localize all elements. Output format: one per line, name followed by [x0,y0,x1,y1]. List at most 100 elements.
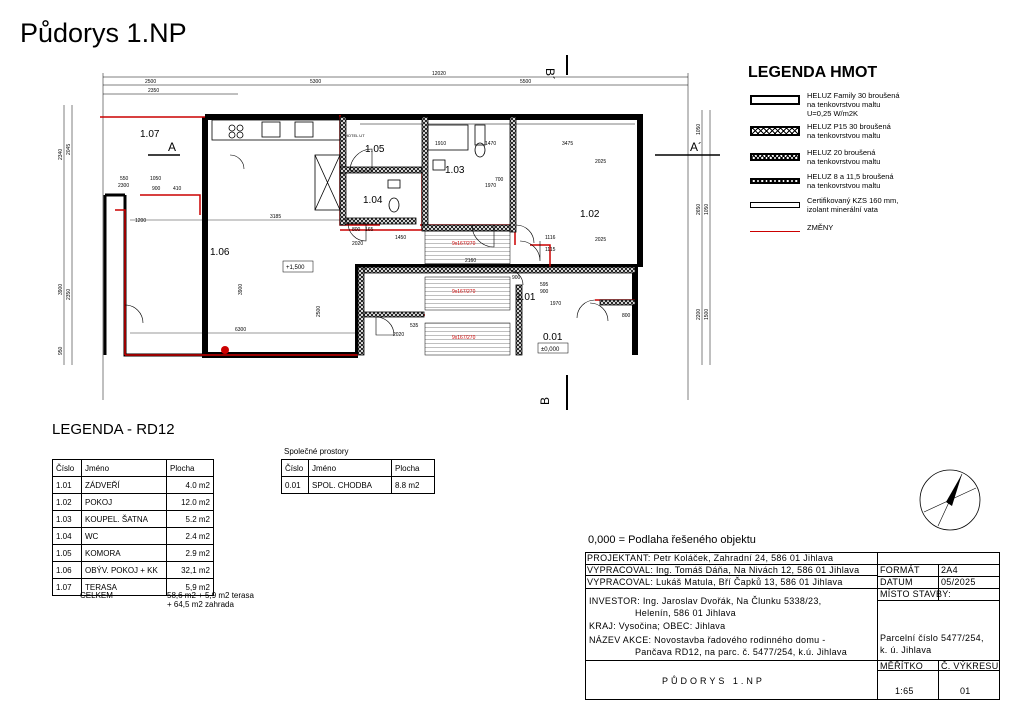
dim-text: 2350 [148,88,159,94]
tb-format-value: 2A4 [941,565,958,575]
dim-text: 1200 [135,218,146,224]
legend-item-change: ZMĚNY [750,222,1020,248]
terrace-walls [103,193,205,357]
dim-text: 3475 [562,141,573,147]
table-cell: 2.9 m2 [166,544,214,562]
level-mark-0: ±0,000 [541,347,560,353]
table-cell: 12.0 m2 [166,493,214,511]
room-label: 1.02 [580,209,600,220]
tb-drawing-name: PŮDORYS 1.NP [662,676,765,686]
level-marks: +1,500 ±0,000 [282,260,569,354]
section-label-b2: B´ [543,68,557,80]
legend-item-kzs: Certifikovaný KZS 160 mm, izolant minerá… [750,196,1020,223]
section-label-b: B [538,397,552,405]
dim-text: 2020 [393,332,404,338]
legend-label: HELUZ P15 30 broušená na tenkovrstvou ma… [807,122,891,140]
dim-text: 1470 [485,141,496,147]
dim-text: 2500 [316,306,322,317]
room-label: 1.04 [363,195,383,206]
legend-item-family: HELUZ Family 30 broušená na tenkovrstvou… [750,91,1020,118]
dim-text: 2045 [66,144,72,155]
dim-text: 550 [120,176,129,182]
dim-text: 3900 [58,284,64,295]
dim-text: 900 [152,186,161,192]
legend-swatch [750,231,800,232]
legend-rooms-title: LEGENDA - RD12 [52,421,175,438]
section-label-a2: A´ [690,140,702,154]
dim-text: 1910 [435,141,446,147]
table-cell: WC [81,527,167,545]
dim-text: 410 [173,186,182,192]
dim-text: 3185 [270,214,281,220]
floor-plan: 12020 2500 2350 5300 5500 3475 2340 2045… [58,55,720,410]
windows [632,135,643,353]
dim-text: 1116 [545,235,556,241]
dim-text: 2300 [118,183,129,189]
tb-vypracoval-2: VYPRACOVAL: Lukáš Matula, Bří Čapků 13, … [587,577,843,587]
dim-text: 1450 [395,235,406,241]
kitchen [211,119,341,211]
dim-text: 1050 [704,204,710,215]
dim-text: 2340 [58,149,64,160]
table-cell: 1.03 [52,510,82,528]
table-cell: 8.8 m2 [391,476,435,494]
common-spaces-table: Číslo Jméno Plocha 0.01 SPOL. CHODBA 8.8… [281,459,435,494]
tb-datum-label: DATUM [880,577,913,587]
legend-label: Certifikovaný KZS 160 mm, izolant minerá… [807,196,899,214]
table-header: Číslo [52,459,82,477]
dim-text: 2025 [595,237,606,243]
tb-vykres-value: 01 [960,686,971,696]
tb-vypracoval-1: VYPRACOVAL: Ing. Tomáš Dáňa, Na Nivách 1… [587,565,860,575]
dim-text: 3900 [238,284,244,295]
tb-misto-1: Parcelní číslo 5477/254, [880,633,984,643]
table-cell: 1.06 [52,561,82,579]
dim-text: 1500 [704,309,710,320]
section-label-a: A [168,140,176,154]
legend-materials-title: LEGENDA HMOT [748,64,878,81]
dim-text: 900 [540,289,549,295]
dim-text: 700 [495,177,504,183]
dim-text: HOTEL UT [345,133,365,138]
total-label: CELKEM [80,591,113,600]
dim-text: 2650 [696,204,702,215]
dimension-texts-top: 12020 2500 2350 5300 5500 3475 2340 2045… [58,71,710,355]
table-cell: 1.01 [52,476,82,494]
legend-label: HELUZ 20 broušená na tenkovrstvou maltu [807,148,881,166]
tb-investor-1: INVESTOR: Ing. Jaroslav Dvořák, Na Člunk… [589,596,822,606]
dim-text: 1970 [550,301,561,307]
table-header: Plocha [166,459,214,477]
legend-swatch [750,202,800,208]
legend-label: ZMĚNY [807,223,834,232]
legend-swatch [750,153,800,161]
dim-text: 900 [512,275,521,281]
dim-text: 2160 [465,258,476,264]
legend-item-h20: HELUZ 20 broušená na tenkovrstvou maltu [750,148,1020,175]
stair-label: 9x167/270 [452,335,476,341]
tb-akce-2: Pančava RD12, na parc. č. 5477/254, k.ú.… [635,647,848,657]
tb-investor-2: Helenín, 586 01 Jihlava [635,608,736,618]
table-row: 0.01 SPOL. CHODBA 8.8 m2 [281,476,435,494]
table-header-row: Číslo Jméno Plocha [281,459,435,477]
room-label: 1.01 [516,292,536,303]
inner-dimensions: 3185 6300 3900 2500 900 1200 2160 2025 2… [118,133,631,338]
level-mark: +1,500 [286,265,305,271]
dim-text: 595 [540,282,549,288]
dim-text: 535 [410,323,419,329]
tb-akce-1: NÁZEV AKCE: Novostavba řadového rodinnéh… [589,635,826,645]
table-cell: 1.07 [52,578,82,596]
dim-text: 2500 [145,79,156,85]
bathroom-fixtures [387,124,486,213]
table-cell: 1.02 [52,493,82,511]
legend-swatch [750,178,800,184]
dim-text: 1050 [150,176,161,182]
room-label: 1.05 [365,144,385,155]
table-cell: POKOJ [81,493,167,511]
common-spaces-title: Společné prostory [284,447,349,456]
table-header: Jméno [308,459,392,477]
